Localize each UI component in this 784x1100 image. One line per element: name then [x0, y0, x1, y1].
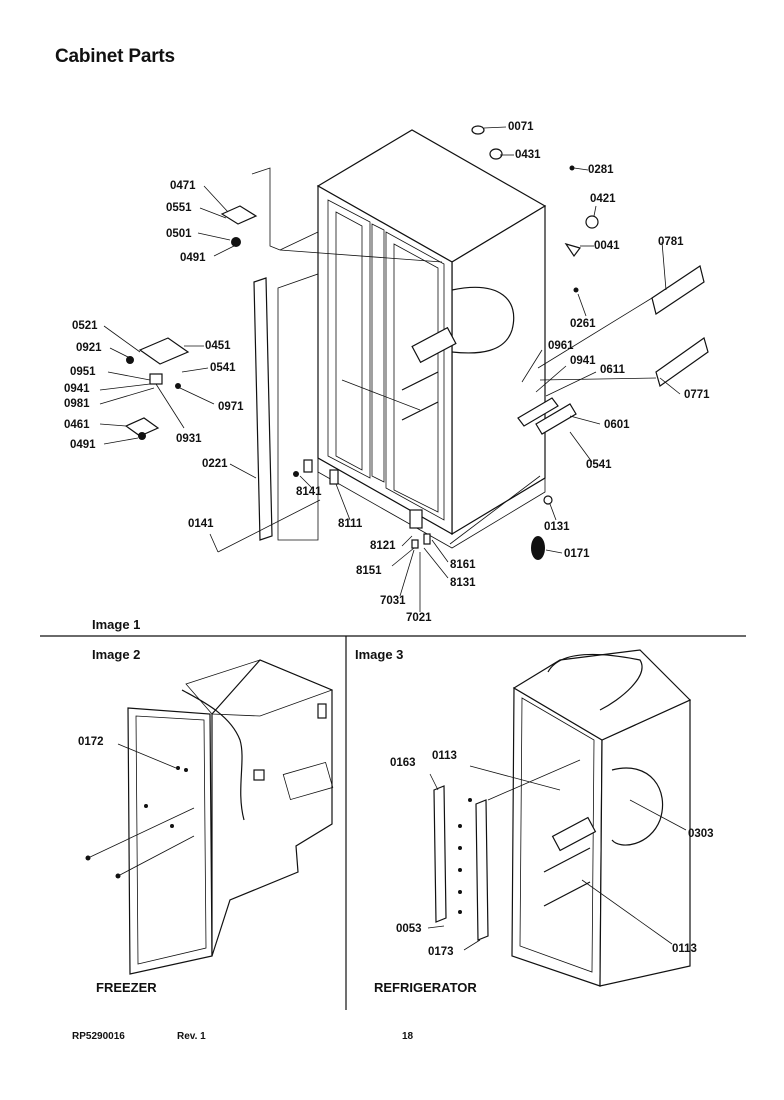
page-title: Cabinet Parts	[55, 46, 175, 67]
freezer-caption: FREEZER	[96, 980, 157, 995]
callout-label: 0981	[64, 398, 90, 410]
callout-label: 0281	[588, 164, 614, 176]
callout-label: 0421	[590, 193, 616, 205]
callout-label: 0611	[600, 364, 625, 376]
callout-label: 0951	[70, 366, 96, 378]
callout-label: 0781	[658, 236, 684, 248]
callout-label: 0941	[570, 355, 596, 367]
callout-label: 0921	[76, 342, 102, 354]
callout-label: 8151	[356, 565, 382, 577]
image1-caption: Image 1	[92, 617, 141, 632]
callout-label: 0221	[202, 458, 228, 470]
callout-label: 0541	[586, 459, 612, 471]
callout-label: 0551	[166, 202, 192, 214]
footer-revision: Rev. 1	[177, 1031, 206, 1042]
callout-label: 0941	[64, 383, 90, 395]
callout-label: 0071	[508, 121, 534, 133]
callout-label: 0771	[684, 389, 710, 401]
callout-label: 0261	[570, 318, 596, 330]
callout-label: 7031	[380, 595, 406, 607]
callout-label: 0931	[176, 433, 202, 445]
callout-label: 0521	[72, 320, 98, 332]
callout-label: 0971	[218, 401, 244, 413]
callout-label: 0141	[188, 518, 214, 530]
callout-label: 7021	[406, 612, 432, 624]
callout-label: 8141	[296, 486, 322, 498]
callout-label: 0131	[544, 521, 570, 533]
callout-label: 0501	[166, 228, 192, 240]
callout-label: 0171	[564, 548, 590, 560]
callout-label: 0961	[548, 340, 574, 352]
callout-label: 8121	[370, 540, 396, 552]
callout-label: 8111	[338, 518, 363, 530]
footer-page-number: 18	[402, 1031, 414, 1042]
image3-caption: Image 3	[355, 647, 404, 662]
callout-label: 0172	[78, 736, 104, 748]
main-cabinet-drawing	[99, 125, 709, 612]
callout-label: 0303	[688, 828, 714, 840]
callout-label: 0431	[515, 149, 541, 161]
callout-label: 0053	[396, 923, 422, 935]
image2-caption: Image 2	[92, 647, 141, 662]
callout-label: 0601	[604, 419, 630, 431]
freezer-drawing	[85, 659, 334, 975]
callout-label: 0541	[210, 362, 236, 374]
callout-label: 0113	[672, 943, 697, 955]
callout-label: 0491	[70, 439, 96, 451]
callout-label: 0041	[594, 240, 620, 252]
callout-label: 0461	[64, 419, 90, 431]
callout-label: 0163	[390, 757, 416, 769]
callout-label: 0451	[205, 340, 231, 352]
callout-label: 0491	[180, 252, 206, 264]
refrigerator-caption: REFRIGERATOR	[374, 980, 477, 995]
callout-label: 0173	[428, 946, 454, 958]
callout-label: 8131	[450, 577, 476, 589]
callout-label: 8161	[450, 559, 476, 571]
callout-label: 0471	[170, 180, 196, 192]
refrigerator-drawing	[427, 649, 692, 987]
callout-label: 0113	[432, 750, 457, 762]
footer-doc-id: RP5290016	[72, 1031, 125, 1042]
